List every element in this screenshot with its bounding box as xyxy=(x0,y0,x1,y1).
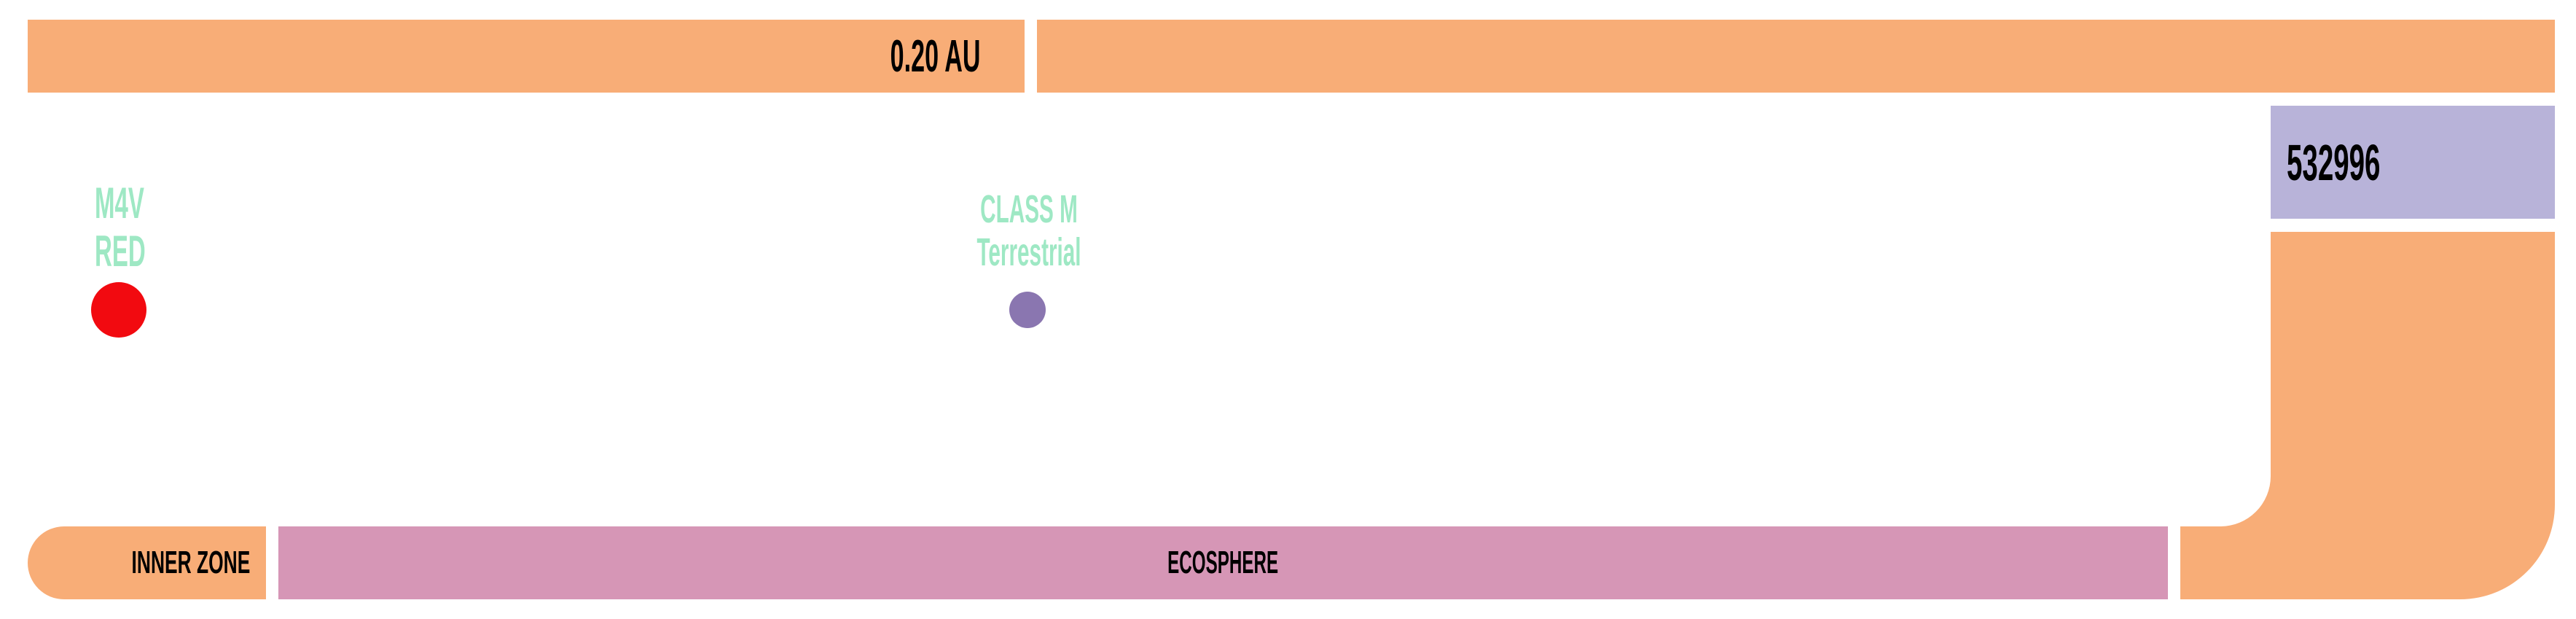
frame-elbow xyxy=(2180,232,2555,599)
inner-zone-label: INNER ZONE xyxy=(131,545,250,580)
star-label: M4V RED xyxy=(75,179,163,276)
planet-icon xyxy=(1009,292,1046,328)
ecosphere-label: ECOSPHERE xyxy=(1167,545,1279,580)
planet-class: CLASS M xyxy=(980,187,1078,231)
distance-label: 0.20 AU xyxy=(890,31,981,82)
system-id-box: 532996 xyxy=(2271,106,2555,219)
inner-zone-bar: INNER ZONE xyxy=(28,526,266,599)
distance-bar: 0.20 AU xyxy=(28,20,1025,93)
top-right-bar xyxy=(1037,20,2555,93)
system-id-label: 532996 xyxy=(2287,133,2381,191)
planet-type: Terrestrial xyxy=(976,230,1081,275)
star-spectral-type: M4V xyxy=(95,179,144,227)
planet-label: CLASS M Terrestrial xyxy=(920,187,1138,275)
frame-elbow-shape xyxy=(2180,232,2555,599)
ecosphere-bar: ECOSPHERE xyxy=(278,526,2168,599)
star-color-name: RED xyxy=(95,227,146,276)
star-icon xyxy=(91,282,146,338)
